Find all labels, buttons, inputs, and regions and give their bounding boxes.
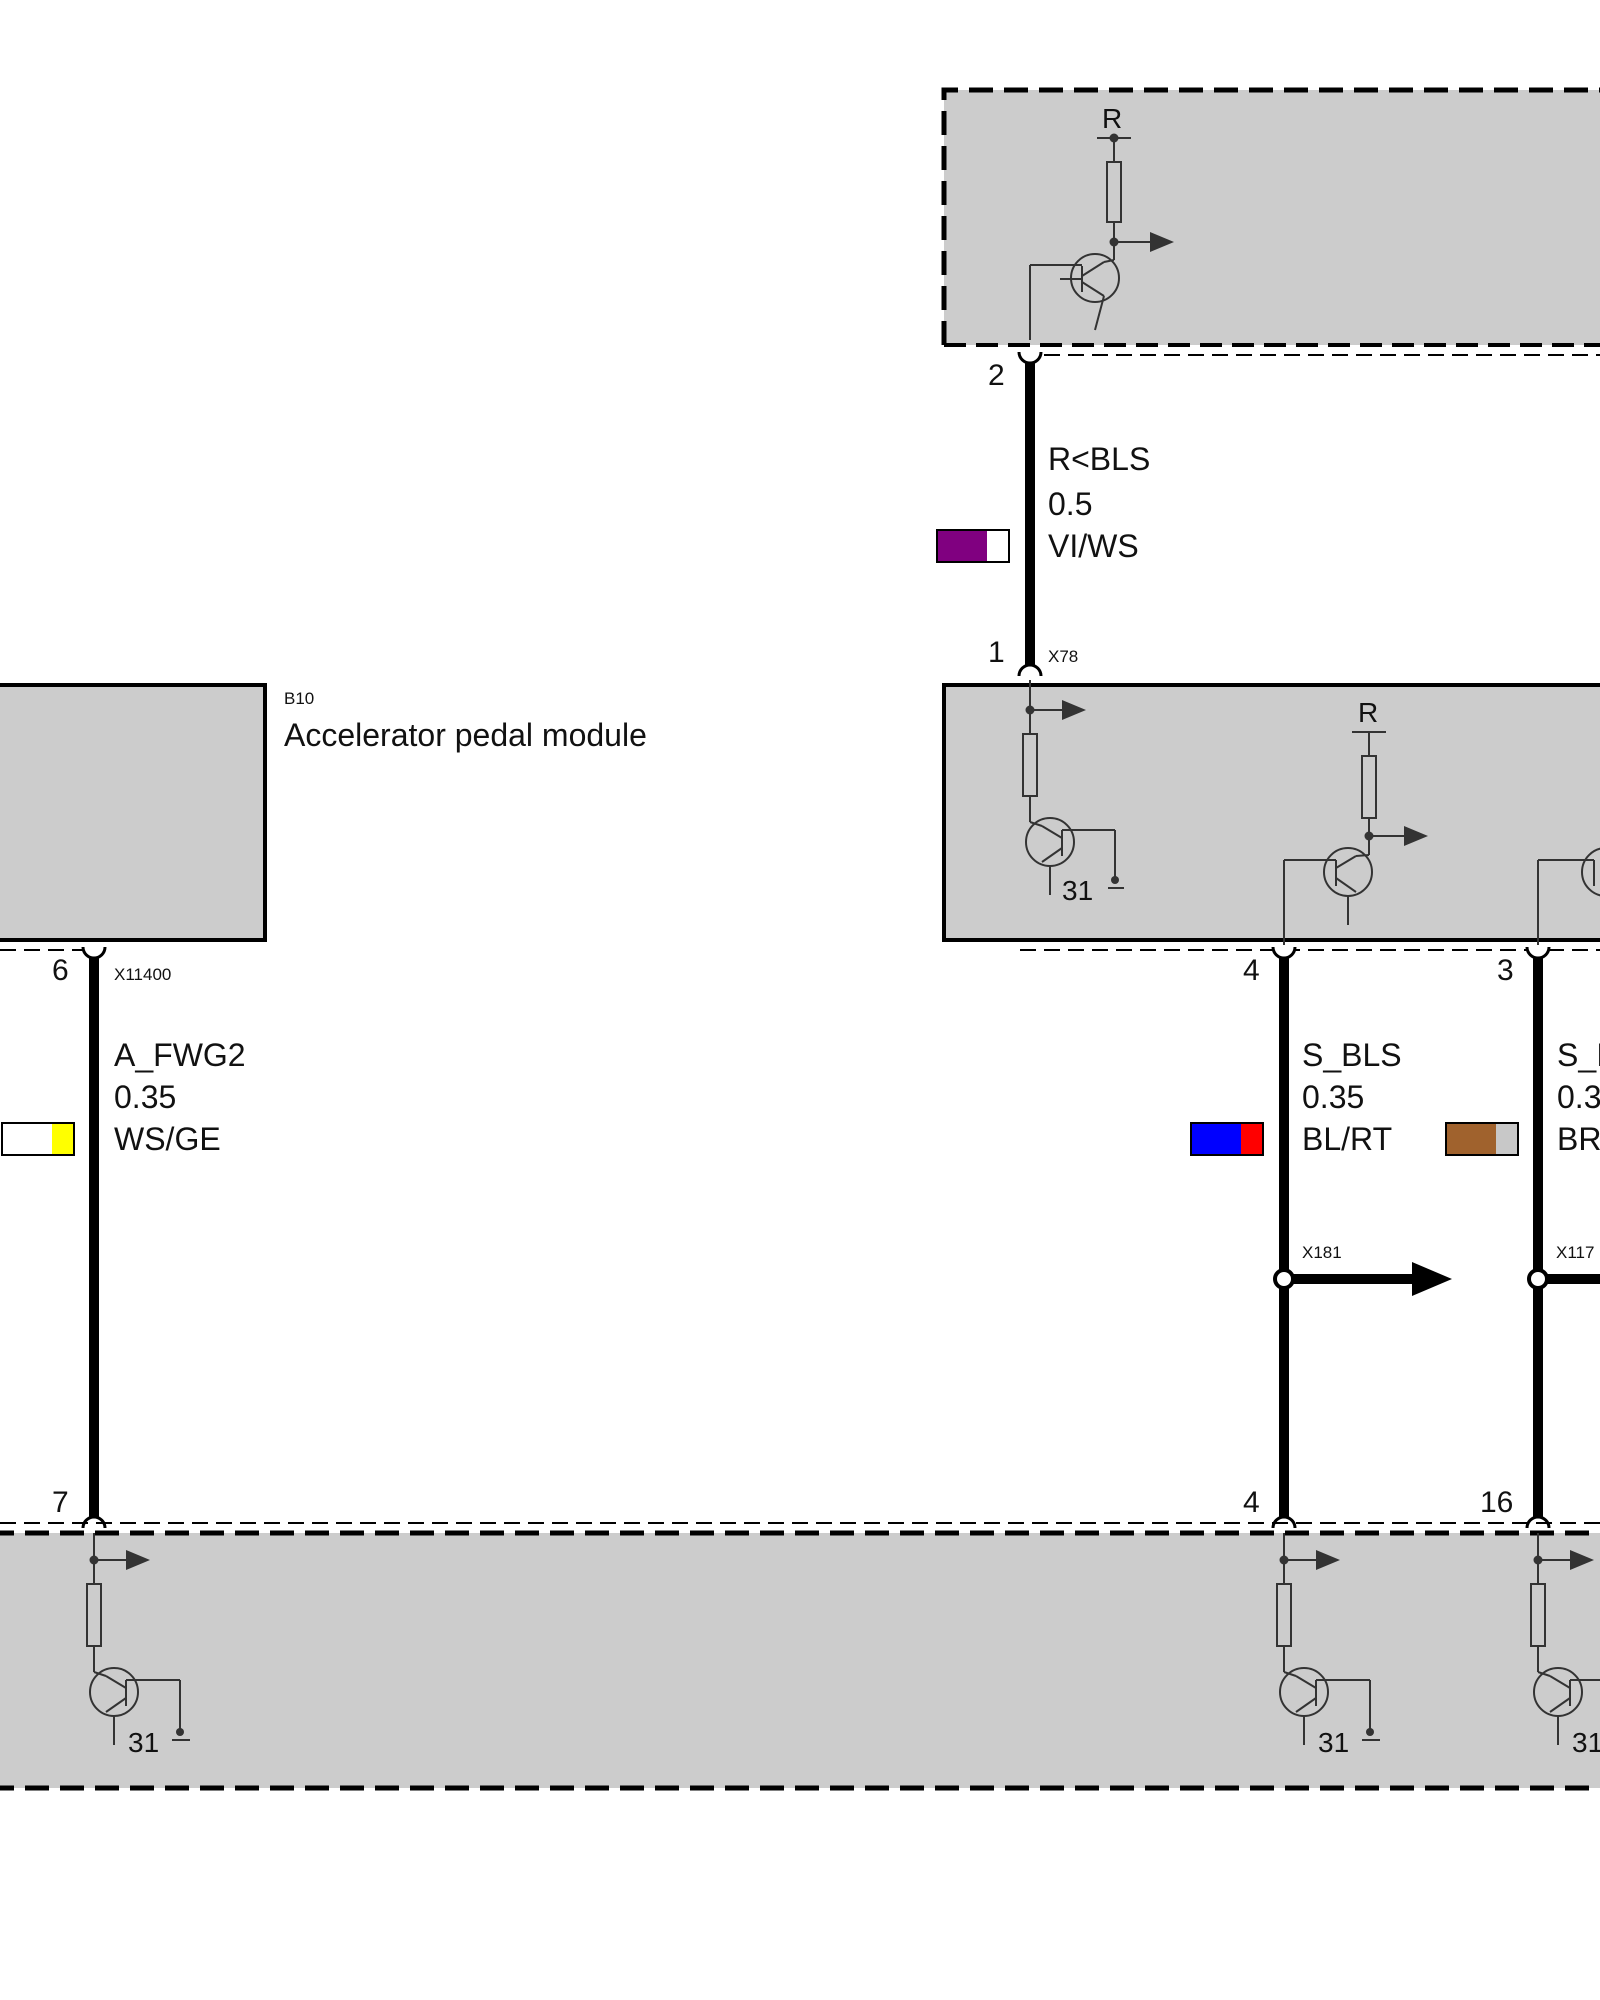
top-control-unit: R (941, 87, 1600, 356)
top-transistor-circuit (1029, 137, 1150, 340)
wire-color-code: VI/WS (1048, 528, 1139, 564)
junction-dot (1364, 831, 1374, 841)
wire-color-code: BR (1557, 1121, 1600, 1157)
wire-color-swatch (936, 529, 1010, 563)
junction-dot (1109, 237, 1119, 247)
pin-number: 4 (1243, 1486, 1260, 1519)
wire-signal-name: S_BLS (1302, 1037, 1402, 1073)
splice-point (1273, 1268, 1295, 1290)
signal-arrow-icon (126, 1550, 150, 1570)
pin-number: 3 (1497, 954, 1514, 987)
wire-s-bls: 4 4 S_BLS 0.35 BL/RT X181 (1190, 946, 1452, 1529)
wire-gauge: 0.3 (1557, 1079, 1600, 1115)
wire-s-b: 3 16 S_I 0.3 BR X117 (1445, 946, 1600, 1529)
wire-color-swatch (1190, 1122, 1264, 1156)
pin-number: 6 (52, 954, 69, 987)
wire-color-swatch (1445, 1122, 1519, 1156)
signal-arrow-icon (1404, 826, 1428, 846)
pin-number: 7 (52, 1486, 69, 1519)
middle-control-unit: 31 R (942, 680, 1600, 951)
wire-r-bls: 2 1 X78 R<BLS 0.5 VI/WS (936, 351, 1150, 677)
ref-label-r: R (1102, 103, 1122, 134)
junction-dot (1025, 705, 1035, 715)
pin-number: 4 (1243, 954, 1260, 987)
signal-arrow-icon (1150, 232, 1174, 252)
wire-signal-name: A_FWG2 (114, 1037, 246, 1073)
connector-label: X181 (1302, 1243, 1342, 1262)
signal-arrow-icon (1062, 700, 1086, 720)
ground-label-31: 31 (1062, 875, 1093, 906)
pin-number: 1 (988, 636, 1005, 669)
junction-dot (1109, 133, 1119, 143)
pin-number: 16 (1480, 1486, 1513, 1519)
ground-label-31: 31 (1318, 1727, 1349, 1758)
wire-signal-name: S_I (1557, 1037, 1600, 1073)
wire-signal-name: R<BLS (1048, 441, 1150, 477)
splice-point (1527, 1268, 1549, 1290)
wire-gauge: 0.35 (1302, 1079, 1364, 1115)
connector-label: X78 (1048, 647, 1078, 666)
pin-number: 2 (988, 359, 1005, 392)
wire-color-code: BL/RT (1302, 1121, 1392, 1157)
wire-gauge: 0.35 (114, 1079, 176, 1115)
branch-arrow-icon (1412, 1262, 1452, 1296)
wire-a-fwg2: 6 7 X11400 A_FWG2 0.35 WS/GE (1, 946, 246, 1529)
component-code: B10 (284, 689, 314, 708)
ground-label-31: 31 (1572, 1727, 1600, 1758)
accelerator-pedal-module: B10 Accelerator pedal module (0, 683, 647, 951)
component-name: Accelerator pedal module (284, 717, 647, 753)
signal-arrow-icon (1570, 1550, 1594, 1570)
wire-gauge: 0.5 (1048, 486, 1092, 522)
ref-label-r: R (1358, 697, 1378, 728)
connector-label: X117 (1556, 1243, 1594, 1262)
wire-color-code: WS/GE (114, 1121, 221, 1157)
connector-label: X11400 (114, 965, 171, 984)
wire-color-swatch (1, 1122, 75, 1156)
signal-arrow-icon (1316, 1550, 1340, 1570)
ground-label-31: 31 (128, 1727, 159, 1758)
bottom-control-unit: 31 31 (0, 1522, 1600, 1791)
ground-dot (1111, 876, 1119, 884)
